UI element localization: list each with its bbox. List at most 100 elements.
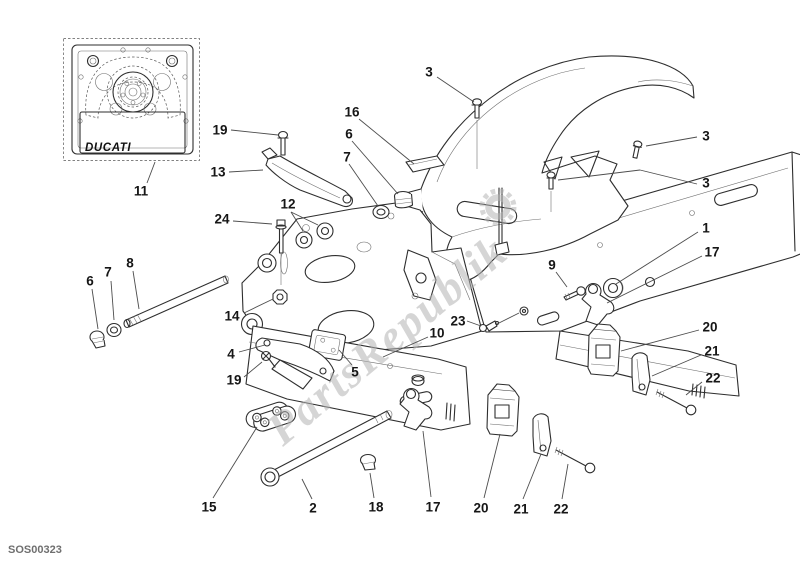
- callout-label-20: 20: [473, 501, 488, 516]
- part-screw-3-middle: [546, 171, 556, 212]
- callout-label-6: 6: [345, 127, 353, 142]
- callout-label-7: 7: [104, 265, 112, 280]
- leader-line: [243, 361, 263, 378]
- callout-label-20: 20: [702, 320, 717, 335]
- part-plug-6-top: [393, 190, 414, 209]
- leader-line: [369, 472, 375, 499]
- leader-line: [557, 169, 641, 181]
- leader-line: [351, 140, 399, 195]
- part-tensioner-arm-21-bottom: [532, 413, 552, 457]
- part-adjuster-block-20-bottom: [486, 383, 520, 437]
- part-plug-18: [359, 453, 377, 471]
- callout-label-17: 17: [704, 245, 719, 260]
- leader-line: [496, 312, 520, 325]
- part-chain-slider: [261, 147, 353, 208]
- ducati-logo: DUCATI: [85, 142, 131, 154]
- part-pivot-shaft-8: [123, 275, 229, 329]
- callout-label-22: 22: [705, 371, 720, 386]
- gear-icon: [479, 188, 517, 226]
- callout-label-19: 19: [226, 373, 241, 388]
- leader-line: [645, 136, 698, 147]
- part-bolt-22-bottom: [554, 446, 596, 474]
- part-swing-arm-far-beam: [461, 151, 800, 333]
- callout-label-17: 17: [425, 500, 440, 515]
- callout-label-18: 18: [368, 500, 384, 515]
- leader-line: [212, 426, 258, 499]
- leader-line: [110, 280, 115, 321]
- leader-line: [301, 478, 313, 500]
- leader-line: [338, 349, 353, 366]
- callout-label-24: 24: [214, 212, 230, 227]
- leader-line: [436, 76, 475, 103]
- callout-label-10: 10: [429, 326, 444, 341]
- leader-line: [132, 270, 140, 310]
- part-grease-fitting-23: [478, 320, 500, 333]
- callout-label-15: 15: [201, 500, 217, 515]
- callout-label-4: 4: [227, 347, 235, 362]
- leader-line: [382, 336, 429, 358]
- part-washer-7-top: [372, 204, 390, 220]
- callout-label-21: 21: [513, 502, 529, 517]
- leader-line: [483, 433, 501, 499]
- leader-line: [651, 354, 702, 377]
- callout-label-22: 22: [553, 502, 568, 517]
- callout-label-3: 3: [702, 129, 710, 144]
- callout-label-14: 14: [224, 309, 240, 324]
- leader-line: [91, 288, 99, 330]
- callout-label-3: 3: [425, 65, 433, 80]
- part-screw-3-right: [632, 140, 643, 159]
- leader-line: [243, 298, 274, 314]
- leader-line: [466, 320, 482, 327]
- leader-line: [620, 329, 700, 352]
- callout-label-23: 23: [450, 314, 466, 329]
- callout-label-5: 5: [351, 365, 359, 380]
- leader-line: [685, 381, 703, 396]
- part-tensioner-arm-21-right: [631, 352, 651, 396]
- part-screw-19-top: [277, 130, 289, 156]
- part-screw-3-top: [471, 98, 483, 169]
- leader-line: [639, 169, 698, 185]
- callout-label-19: 19: [212, 123, 227, 138]
- part-screw-24: [275, 219, 287, 285]
- part-wheel-axle-2: [260, 410, 393, 487]
- leader-line: [290, 211, 319, 226]
- leader-line: [522, 453, 542, 500]
- part-plug-6-left: [89, 330, 106, 349]
- callout-label-11: 11: [134, 184, 149, 199]
- callout-label-6: 6: [86, 274, 94, 289]
- leader-line: [230, 129, 279, 136]
- part-washers-12: [295, 222, 334, 249]
- part-washer-7-left: [106, 322, 122, 338]
- leader-line: [146, 161, 156, 184]
- callout-label-9: 9: [548, 258, 556, 273]
- part-screw-19-bottom: [260, 350, 276, 368]
- part-bolt-22-right: [655, 388, 697, 416]
- callout-label-1: 1: [702, 221, 710, 236]
- leader-line: [348, 163, 379, 207]
- part-adjuster-block-20-right: [587, 323, 621, 377]
- leader-line: [555, 271, 568, 288]
- part-chain-link-15: [245, 401, 297, 432]
- leader-line: [290, 211, 304, 232]
- leader-line: [232, 220, 273, 225]
- callouts-layer: 1131913166712246781433117923105419202122…: [86, 65, 720, 517]
- leader-line: [238, 344, 266, 353]
- part-chain-adjuster-17-bottom: [399, 388, 433, 431]
- leader-line: [228, 169, 264, 173]
- leader-line: [358, 118, 415, 165]
- callout-label-3: 3: [702, 176, 710, 191]
- sprocket-cover-thumbnail: DUCATI: [63, 38, 200, 161]
- callout-label-8: 8: [126, 256, 134, 271]
- part-chain-adjuster-17-right: [581, 283, 615, 326]
- callout-label-13: 13: [210, 165, 226, 180]
- callout-label-7: 7: [343, 150, 351, 165]
- leader-line: [615, 231, 699, 285]
- callout-label-21: 21: [704, 344, 720, 359]
- callout-label-16: 16: [344, 105, 360, 120]
- callout-label-12: 12: [280, 197, 295, 212]
- part-nut-14: [272, 289, 288, 305]
- diagram-code: SOS00323: [8, 544, 62, 556]
- leader-line: [561, 463, 569, 500]
